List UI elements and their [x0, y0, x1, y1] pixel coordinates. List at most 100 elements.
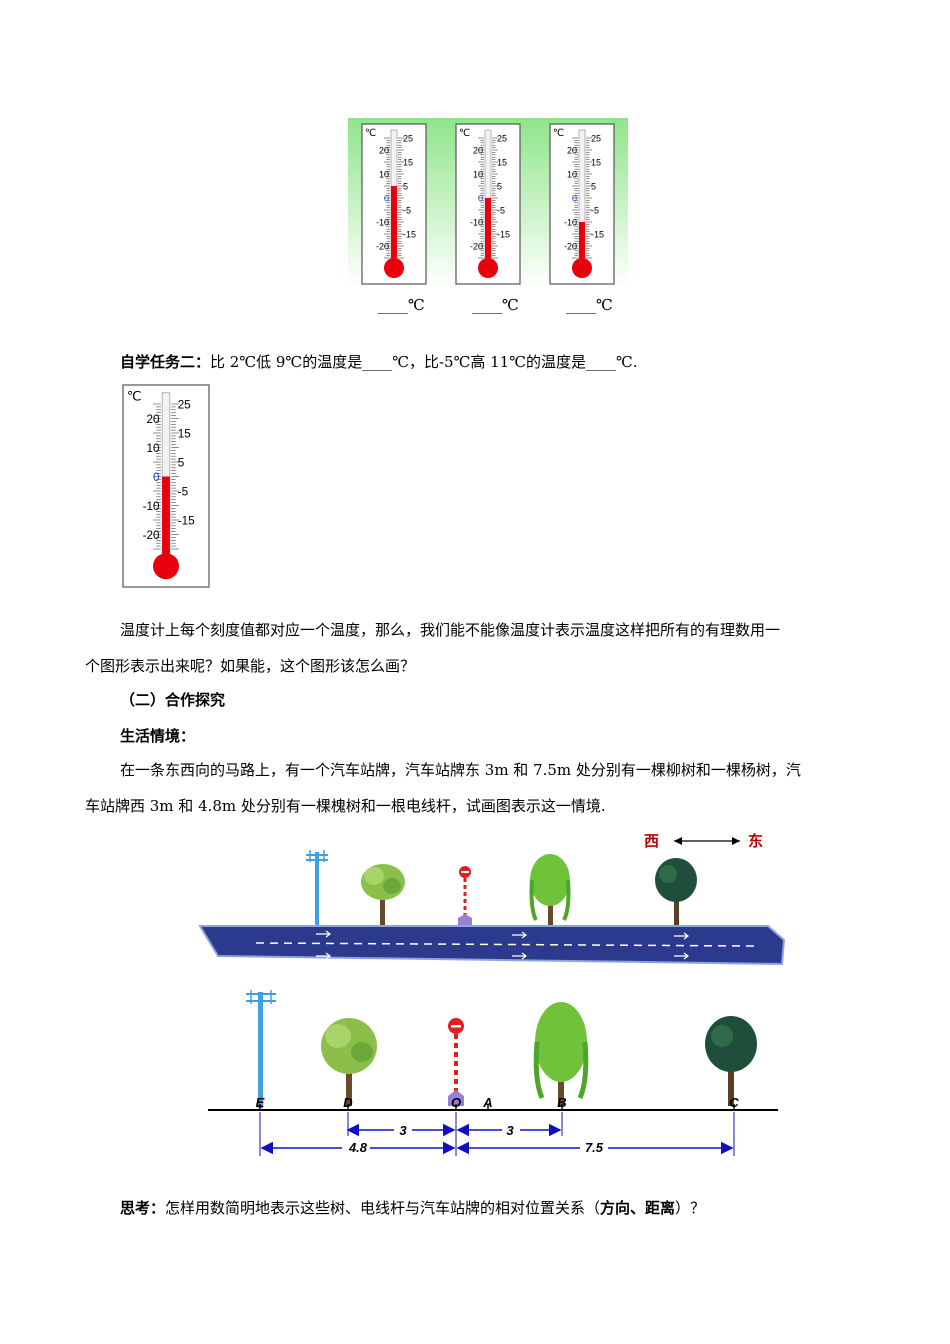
- left-scale-label: 10: [379, 170, 389, 180]
- point-label-D: D: [343, 1095, 353, 1110]
- thermometer-2: ℃20 10 0 -10 -20 25 15 5 -5 -15: [455, 123, 521, 285]
- right-scale-label: 15: [591, 158, 601, 168]
- left-scale-label: 20: [146, 413, 160, 426]
- mercury-bulb-3: [572, 258, 592, 278]
- point-label-A: A: [482, 1095, 492, 1110]
- paragraph-line-1: 温度计上每个刻度值都对应一个温度，那么，我们能不能像温度计表示温度这样把所有的有…: [120, 621, 781, 639]
- thermometer-group: ℃20100-10-2025155-5-15℃20100-10-2025155-…: [348, 118, 628, 288]
- mercury-column-2: [485, 198, 491, 268]
- right-scale-label: -15: [178, 515, 195, 528]
- left-scale-label: -10: [376, 218, 389, 228]
- think-line: 思考：怎样用数简明地表示这些树、电线杆与汽车站牌的相对位置关系（方向、距离）？: [120, 1198, 705, 1218]
- right-scale-label: 25: [403, 134, 413, 144]
- willow-tree-icon-2: [533, 1002, 589, 1106]
- bus-stop-sign-icon-2: [448, 1018, 464, 1106]
- right-scale-label: -5: [497, 206, 505, 216]
- left-scale-label: 10: [473, 170, 483, 180]
- right-scale-label: -15: [591, 230, 604, 240]
- left-scale-label: 20: [379, 146, 389, 156]
- left-scale-label: 0: [384, 194, 389, 204]
- scene-line-1: 在一条东西向的马路上，有一个汽车站牌，汽车站牌东 3m 和 7.5m 处分别有一…: [120, 761, 801, 779]
- right-scale-label: 15: [178, 428, 192, 441]
- locust-tree-icon-2: [321, 1018, 377, 1106]
- left-scale-label: -10: [564, 218, 577, 228]
- point-label-E: E: [256, 1095, 265, 1110]
- road-illustration: 西 东: [198, 832, 786, 966]
- section-heading: （二）合作探究: [120, 691, 226, 709]
- mercury-bulb-4: [153, 553, 179, 580]
- east-label: 东: [748, 832, 763, 850]
- right-scale-label: 5: [497, 182, 502, 192]
- mercury-bulb-1: [384, 258, 404, 278]
- thermometer-4: ℃ 20 10 0 -10 -20 25 15 5 -5 -15: [122, 384, 210, 588]
- thermometer-1: ℃20 10 0 -10 -20 25 15 5 -5 -15: [361, 123, 427, 285]
- willow-tree-icon: [529, 854, 571, 926]
- task2-line: 自学任务二：比 2℃低 9℃的温度是____℃，比-5℃高 11℃的温度是___…: [120, 352, 638, 372]
- poplar-tree-icon-2: [705, 1016, 757, 1106]
- answer-blank-1: ____℃: [378, 296, 425, 314]
- right-scale-label: -15: [403, 230, 416, 240]
- poplar-tree-icon: [655, 858, 697, 926]
- west-label: 西: [644, 833, 659, 850]
- right-scale-label: 25: [591, 134, 601, 144]
- thermometer-unit-3: ℃: [553, 128, 564, 139]
- mercury-bulb-2: [478, 258, 498, 278]
- left-scale-label: -20: [143, 529, 160, 542]
- mercury-column-1: [391, 186, 397, 268]
- left-scale-label: -20: [376, 242, 389, 252]
- point-label-B: B: [557, 1095, 566, 1110]
- think-text-after: ）？: [675, 1199, 706, 1217]
- paragraph-line-2: 个图形表示出来呢？如果能，这个图形该怎么画？: [85, 657, 416, 675]
- mercury-column-4: [162, 476, 170, 567]
- scene-heading: 生活情境：: [120, 727, 196, 745]
- right-scale-label: 15: [403, 158, 413, 168]
- left-scale-label: 0: [153, 471, 160, 484]
- single-thermometer: ℃ 20 10 0 -10 -20 25 15 5 -5 -15: [122, 384, 210, 588]
- left-scale-label: 20: [473, 146, 483, 156]
- think-label: 思考：: [120, 1199, 166, 1217]
- right-scale-label: 5: [591, 182, 596, 192]
- dimension-label-7-5: 7.5: [585, 1140, 604, 1155]
- utility-pole-icon: [306, 850, 328, 926]
- left-scale-label: 10: [146, 442, 160, 455]
- left-scale-label: 0: [478, 194, 483, 204]
- right-scale-label: 5: [403, 182, 408, 192]
- dimension-label-3-left: 3: [399, 1123, 407, 1138]
- answer-blank-3: ____℃: [566, 296, 613, 314]
- dimension-label-4-8: 4.8: [348, 1140, 368, 1155]
- thermometer-3: ℃20 10 0 -10 -20 25 15 5 -5 -15: [549, 123, 615, 285]
- think-bold-text: 方向、距离: [600, 1199, 676, 1217]
- locust-tree-icon: [361, 864, 405, 926]
- left-scale-label: 10: [567, 170, 577, 180]
- right-scale-label: 15: [497, 158, 507, 168]
- thermometer-unit-2: ℃: [459, 128, 470, 139]
- right-scale-label: 25: [178, 399, 192, 412]
- mercury-column-3: [579, 222, 585, 268]
- bus-stop-sign-icon: [458, 866, 472, 926]
- left-scale-label: -10: [143, 500, 160, 513]
- left-scale-label: 0: [572, 194, 577, 204]
- task2-text: 比 2℃低 9℃的温度是____℃，比-5℃高 11℃的温度是____℃.: [210, 353, 638, 371]
- left-scale-label: -20: [564, 242, 577, 252]
- task2-label: 自学任务二：: [120, 353, 211, 371]
- left-scale-label: 20: [567, 146, 577, 156]
- number-line-diagram: E D O A B C 3 3 4.8 7.5: [208, 990, 778, 1156]
- utility-pole-icon-2: [246, 990, 276, 1108]
- think-text-before: 怎样用数简明地表示这些树、电线杆与汽车站牌的相对位置关系（: [165, 1199, 601, 1217]
- answer-blank-2: ____℃: [472, 296, 519, 314]
- right-scale-label: 5: [178, 457, 185, 470]
- left-scale-label: -10: [470, 218, 483, 228]
- point-label-C: C: [729, 1095, 739, 1110]
- scene-line-2: 车站牌西 3m 和 4.8m 处分别有一棵槐树和一根电线杆，试画图表示这一情境.: [85, 797, 606, 815]
- right-scale-label: -5: [178, 486, 189, 499]
- thermometer-unit-1: ℃: [365, 128, 376, 139]
- thermometer-unit-4: ℃: [127, 389, 142, 404]
- right-scale-label: 25: [497, 134, 507, 144]
- point-label-O: O: [451, 1095, 461, 1110]
- right-scale-label: -15: [497, 230, 510, 240]
- left-scale-label: -20: [470, 242, 483, 252]
- dimension-label-3-right: 3: [506, 1123, 514, 1138]
- right-scale-label: -5: [591, 206, 599, 216]
- right-scale-label: -5: [403, 206, 411, 216]
- road: [198, 925, 786, 966]
